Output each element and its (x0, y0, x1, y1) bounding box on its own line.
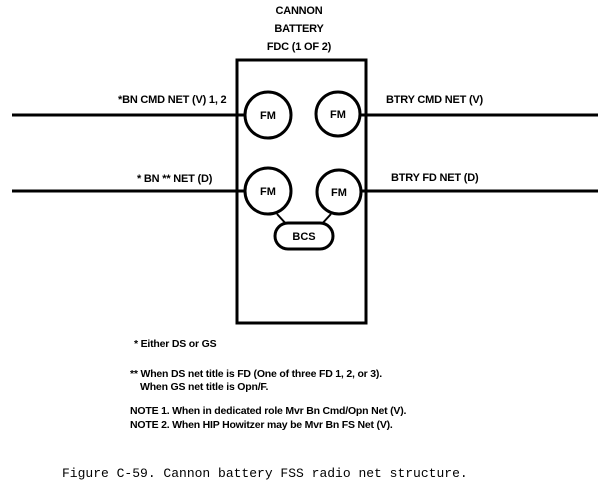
bn-net-label: * BN ** NET (D) (137, 173, 213, 185)
bcs-label: BCS (292, 231, 315, 243)
fm-radio-bottom-left: FM (243, 166, 293, 216)
note-either-ds-gs: * Either DS or GS (134, 338, 217, 350)
bcs-node: BCS (273, 221, 335, 251)
fdc-title-line2: BATTERY (274, 23, 324, 35)
fm-label: FM (330, 109, 346, 121)
figure-caption: Figure C-59. Cannon battery FSS radio ne… (62, 466, 468, 481)
fdc-title-line1: CANNON (275, 5, 323, 17)
note-gs-net-title: When GS net title is Opn/F. (140, 381, 269, 393)
note-1: NOTE 1. When in dedicated role Mvr Bn Cm… (130, 405, 407, 417)
fm-label: FM (260, 110, 276, 122)
note-2: NOTE 2. When HIP Howitzer may be Mvr Bn … (130, 419, 393, 431)
fdc-title-line3: FDC (1 OF 2) (266, 41, 332, 53)
bn-cmd-net-label: *BN CMD NET (V) 1, 2 (118, 94, 227, 106)
btry-fd-net-label: BTRY FD NET (D) (391, 172, 479, 184)
fm-label: FM (260, 186, 276, 198)
fm-label: FM (331, 187, 347, 199)
fm-radio-top-left: FM (243, 90, 293, 140)
note-ds-net-title: ** When DS net title is FD (One of three… (130, 368, 382, 380)
fm-radio-bottom-right: FM (315, 168, 363, 216)
btry-cmd-net-label: BTRY CMD NET (V) (386, 94, 484, 106)
fm-radio-top-right: FM (314, 90, 362, 138)
